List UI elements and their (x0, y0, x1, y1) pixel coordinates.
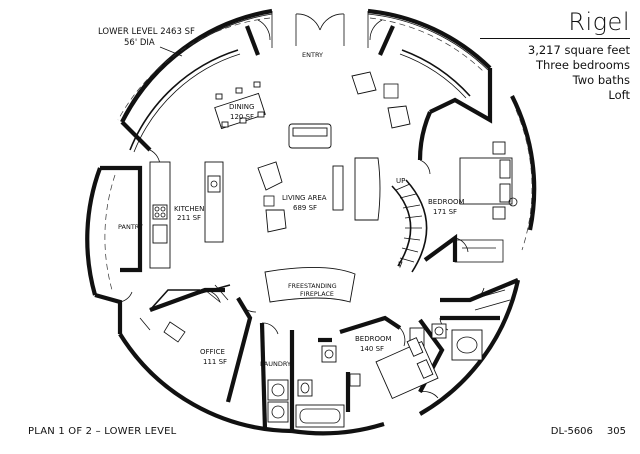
plan-code-block: DL-5606 305 (551, 426, 626, 437)
outer-wall (85, 8, 537, 436)
living-area: 689 SF (293, 204, 317, 212)
office-label: OFFICE (200, 348, 225, 356)
plan-name: Rigel (568, 8, 630, 36)
level-note-line2: 56' DIA (124, 38, 155, 48)
bedroom-1-furniture (459, 141, 518, 220)
fireplace-line2: FIREPLACE (300, 291, 334, 298)
stair (391, 179, 428, 273)
spec-loft: Loft (608, 88, 630, 102)
dining-area: 120 SF (230, 113, 254, 121)
plan-code: DL-5606 (550, 426, 593, 437)
bedroom2-area: 140 SF (360, 345, 384, 353)
plan-caption: PLAN 1 OF 2 – LOWER LEVEL (28, 426, 177, 437)
living-furniture (257, 71, 411, 303)
level-note: LOWER LEVEL 2463 SF 56' DIA (98, 27, 195, 48)
kitchen-label: KITCHEN (174, 205, 204, 213)
title-rule (480, 38, 630, 39)
level-note-leader (159, 46, 183, 57)
bedroom2-label: BEDROOM (355, 335, 392, 343)
bedroom-2-furniture (349, 337, 439, 400)
laundry-bath (267, 345, 345, 428)
dining-set (214, 81, 266, 130)
level-note-line1: LOWER LEVEL 2463 SF (98, 27, 195, 37)
kitchen-area: 211 SF (177, 214, 201, 222)
spec-bedrooms: Three bedrooms (535, 58, 630, 72)
page-number: 305 (606, 426, 626, 437)
stair-up-label: UP (396, 177, 405, 185)
office-furniture (139, 284, 229, 343)
spec-square-feet: 3,217 square feet (527, 43, 630, 57)
plan-title-panel: Rigel 3,217 square feet Three bedrooms T… (480, 8, 630, 103)
bedroom1-label: BEDROOM (428, 198, 465, 206)
spec-baths: Two baths (572, 73, 630, 87)
office-area: 111 SF (203, 358, 227, 366)
laundry-label: LAUNDRY (260, 360, 291, 368)
bedroom1-area: 171 SF (433, 208, 457, 216)
living-label: LIVING AREA (282, 194, 327, 202)
pantry-label: PANTRY (118, 223, 143, 231)
entry-label: ENTRY (302, 51, 323, 59)
dining-label: DINING (229, 103, 254, 111)
kitchen-fixtures (149, 161, 224, 269)
inner-rings (104, 13, 533, 291)
entry-doors (245, 11, 395, 56)
fireplace-line1: FREESTANDING (288, 283, 337, 290)
